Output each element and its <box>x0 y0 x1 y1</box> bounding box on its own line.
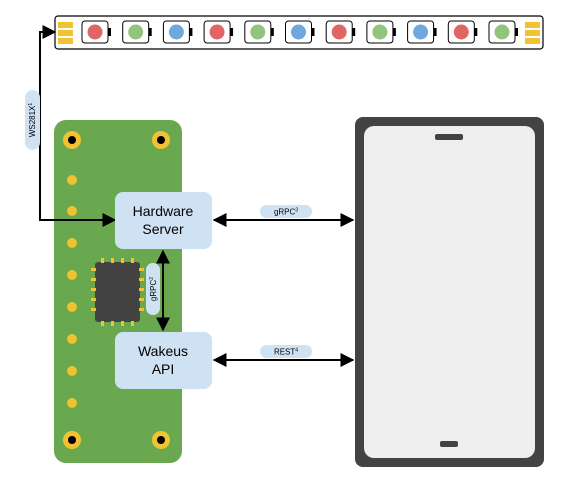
grpc-internal-label: gRPC2 <box>146 263 160 315</box>
svg-text:gRPC3: gRPC3 <box>274 208 298 217</box>
svg-text:REST4: REST4 <box>274 348 298 357</box>
led-green <box>244 20 274 44</box>
wakeus-api-label-line2: API <box>152 361 175 377</box>
strip-left-pads <box>58 22 73 44</box>
phone-screen <box>364 126 535 458</box>
hardware-server-label-line2: Server <box>142 221 184 237</box>
phone-speaker <box>435 134 463 140</box>
rest-phone-text: REST <box>274 348 295 357</box>
grpc-phone-text: gRPC <box>274 208 296 217</box>
svg-text:gRPC2: gRPC2 <box>149 277 158 301</box>
mount-hole <box>63 431 81 449</box>
rest-phone-footnote: 4 <box>295 348 298 354</box>
ws281x-label: WS281X1 <box>25 90 40 150</box>
wakeus-api-box: Wakeus API <box>115 332 212 389</box>
ws281x-footnote: 1 <box>28 103 34 106</box>
rest-phone-label: REST4 <box>260 345 312 358</box>
mount-hole <box>63 131 81 149</box>
grpc-phone-footnote: 3 <box>295 208 298 214</box>
led-red <box>203 20 234 44</box>
grpc-phone-label: gRPC3 <box>260 205 312 218</box>
led-strip <box>54 15 544 50</box>
led-red <box>81 20 111 44</box>
hardware-server-label-line1: Hardware <box>133 203 194 219</box>
phone-home-button <box>440 441 458 447</box>
ws281x-text: WS281X <box>28 105 37 137</box>
svg-text:WS281X1: WS281X1 <box>28 103 37 138</box>
mount-hole <box>152 431 170 449</box>
led-green <box>488 20 518 44</box>
mount-hole <box>152 131 170 149</box>
led-green <box>122 20 152 44</box>
led-red <box>447 20 478 44</box>
hardware-server-box: Hardware Server <box>115 192 212 249</box>
strip-right-pads <box>525 22 540 44</box>
led-red <box>325 20 356 44</box>
led-blue <box>285 20 315 44</box>
grpc-internal-text: gRPC <box>149 280 158 302</box>
led-blue <box>162 20 193 44</box>
smartphone <box>355 117 544 467</box>
led-green <box>366 20 396 44</box>
chip <box>91 258 144 326</box>
grpc-internal-footnote: 2 <box>149 277 155 280</box>
wakeus-api-label-line1: Wakeus <box>138 343 188 359</box>
led-blue <box>407 20 437 44</box>
